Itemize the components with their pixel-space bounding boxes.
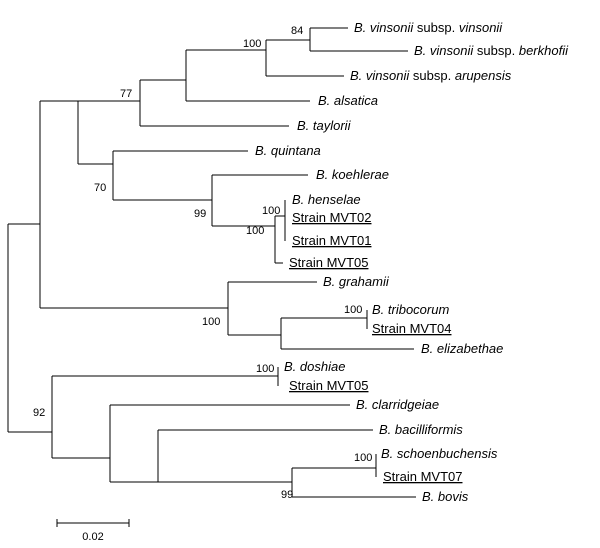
leaf-doshiae: B. doshiae (284, 359, 345, 374)
leaf-strain-mvt05-a: Strain MVT05 (289, 255, 368, 270)
leaf-labels: B. vinsonii subsp. vinsonii B. vinsonii … (255, 20, 569, 504)
bootstrap-doshiae-mvt05: 100 (256, 363, 274, 375)
leaf-bovis: B. bovis (422, 489, 469, 504)
leaf-bacilliformis: B. bacilliformis (379, 422, 463, 437)
bootstrap-tribocorum-group: 100 (202, 316, 220, 328)
bootstrap-schoenbuchensis-mvt07: 100 (354, 452, 372, 464)
bootstrap-values: 84 100 77 70 99 100 100 100 100 100 92 1… (33, 25, 372, 501)
scale-bar: 0.02 (56, 519, 130, 543)
leaf-strain-mvt05-b: Strain MVT05 (289, 378, 368, 393)
bootstrap-vinsonii-pair: 84 (291, 25, 303, 37)
bootstrap-quintana-group: 70 (94, 182, 106, 194)
leaf-strain-mvt04: Strain MVT04 (372, 321, 451, 336)
leaf-schoenbuchensis: B. schoenbuchensis (381, 446, 498, 461)
leaf-vinsonii-vinsonii: B. vinsonii subsp. vinsonii (354, 20, 503, 35)
leaf-strain-mvt07: Strain MVT07 (383, 469, 462, 484)
scale-bar-label: 0.02 (82, 531, 103, 543)
leaf-tribocorum: B. tribocorum (372, 302, 449, 317)
leaf-koehlerae: B. koehlerae (316, 167, 389, 182)
leaf-strain-mvt01: Strain MVT01 (292, 233, 371, 248)
leaf-quintana: B. quintana (255, 143, 321, 158)
bootstrap-alsatica-group: 77 (120, 88, 132, 100)
bootstrap-tribocorum-mvt04: 100 (344, 304, 362, 316)
bootstrap-bovis-group: 99 (281, 489, 293, 501)
tree-branches (7, 27, 416, 498)
leaf-vinsonii-berkhofii: B. vinsonii subsp. berkhofii (414, 43, 569, 58)
bootstrap-henselae-mvt05: 100 (246, 225, 264, 237)
leaf-strain-mvt02: Strain MVT02 (292, 210, 371, 225)
leaf-alsatica: B. alsatica (318, 93, 378, 108)
leaf-taylorii: B. taylorii (297, 118, 352, 133)
leaf-elizabethae: B. elizabethae (421, 341, 503, 356)
leaf-vinsonii-arupensis: B. vinsonii subsp. arupensis (350, 68, 512, 83)
leaf-grahamii: B. grahamii (323, 274, 390, 289)
bootstrap-root-lower: 92 (33, 407, 45, 419)
bootstrap-vinsonii-group: 100 (243, 38, 261, 50)
leaf-clarridgeiae: B. clarridgeiae (356, 397, 439, 412)
bootstrap-henselae-group: 99 (194, 208, 206, 220)
bootstrap-henselae-strains: 100 (262, 205, 280, 217)
leaf-henselae: B. henselae (292, 192, 361, 207)
